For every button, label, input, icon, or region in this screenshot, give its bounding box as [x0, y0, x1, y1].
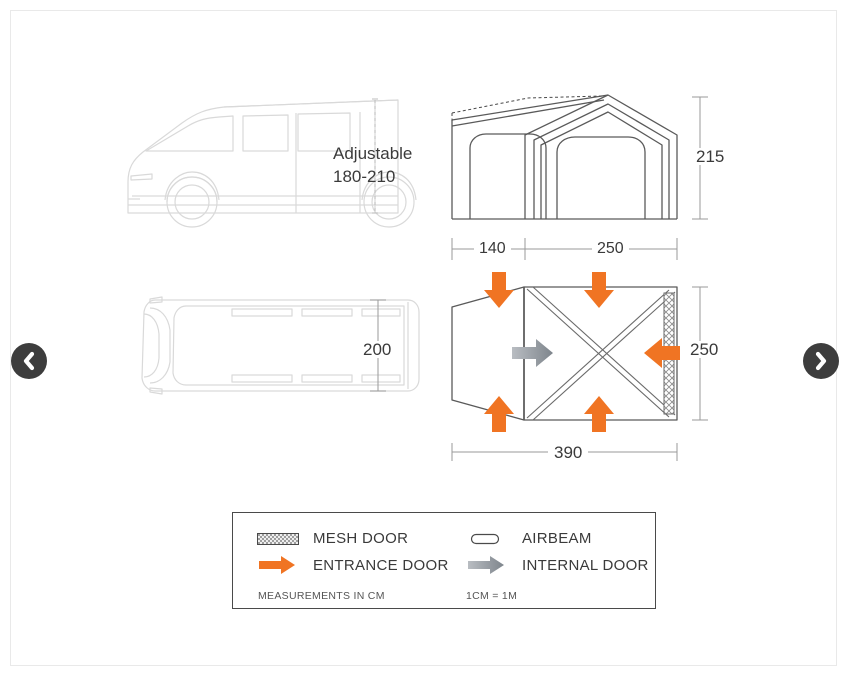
airbeam-icon: [466, 532, 512, 546]
chevron-right-icon: [815, 351, 827, 371]
entrance-door-icon: [257, 556, 303, 574]
mesh-door-icon: [257, 532, 303, 545]
legend-item-internal-door: INTERNAL DOOR: [466, 556, 649, 574]
vehicle-adjustable-label: Adjustable 180-210: [333, 143, 412, 189]
legend-item-mesh-door: MESH DOOR: [257, 530, 408, 547]
internal-door-icon: [466, 556, 512, 574]
tent-rear-section-label: 250: [592, 241, 629, 257]
carousel-next-button[interactable]: [803, 343, 839, 379]
chevron-left-icon: [23, 351, 35, 371]
adjustable-range: 180-210: [333, 166, 396, 186]
legend-note-scale: 1CM = 1M: [466, 590, 518, 602]
carousel-prev-button[interactable]: [11, 343, 47, 379]
tent-front-section-label: 140: [474, 241, 511, 257]
internal-door-arrow: [512, 339, 553, 367]
adjustable-title: Adjustable: [333, 144, 413, 163]
legend-item-entrance-door: ENTRANCE DOOR: [257, 556, 449, 574]
tent-plan-width-label: 250: [687, 341, 722, 358]
tent-plan-airbeams: [526, 286, 676, 421]
entrance-door-arrows: [484, 272, 680, 432]
vehicle-depth-label: 200: [360, 341, 395, 358]
vehicle-adjustable-indicator: [372, 98, 378, 214]
tent-elevation-view: [451, 94, 678, 220]
vehicle-side-view: [127, 99, 417, 228]
legend-label-mesh-door: MESH DOOR: [313, 530, 409, 547]
vehicle-plan-view: [141, 296, 420, 395]
tent-roof-adjustable-dashed: [451, 95, 603, 121]
legend-label-airbeam: AIRBEAM: [522, 530, 592, 547]
tent-height-label: 215: [693, 148, 728, 165]
legend-label-internal-door: INTERNAL DOOR: [522, 556, 649, 574]
legend-label-entrance-door: ENTRANCE DOOR: [313, 556, 449, 574]
tent-plan-view: [451, 286, 678, 421]
legend-item-airbeam: AIRBEAM: [466, 530, 592, 547]
tent-plan-length-label: 390: [548, 444, 589, 461]
diagram-legend: MESH DOOR ENTRANCE DOOR AIRBEAM INTERNAL…: [232, 512, 656, 609]
legend-note-units: MEASUREMENTS IN CM: [258, 590, 385, 602]
